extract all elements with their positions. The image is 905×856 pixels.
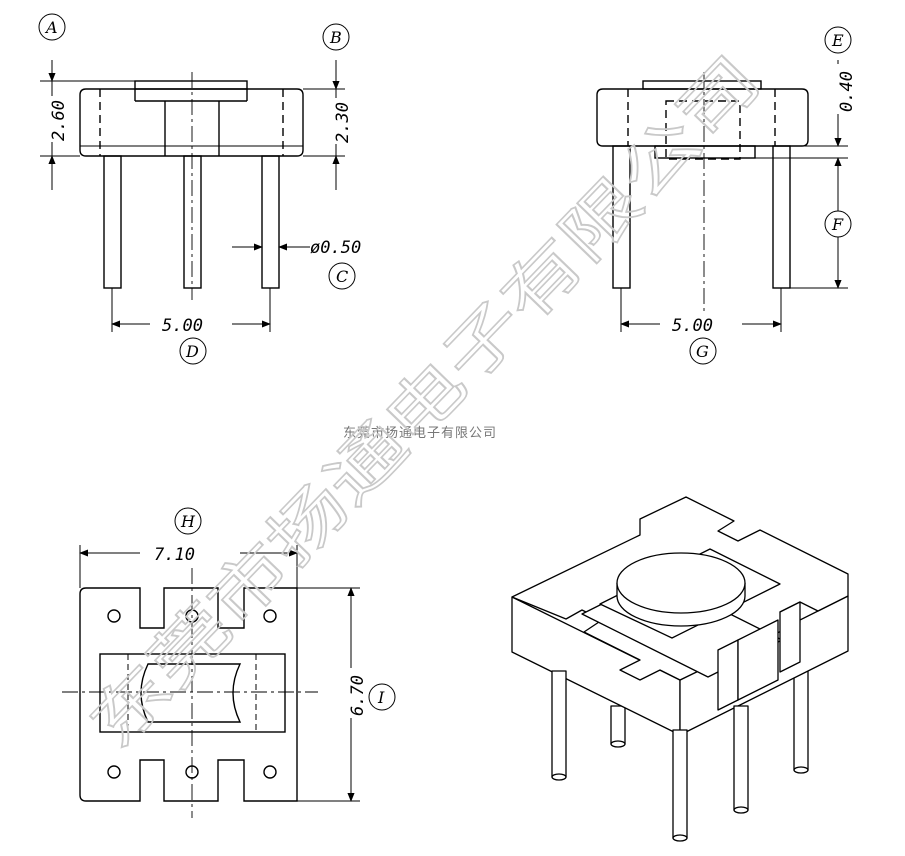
side-label-g: G bbox=[689, 337, 717, 365]
side-pin-right bbox=[772, 145, 791, 289]
top-label-i: I bbox=[368, 683, 396, 711]
front-label-a: A bbox=[38, 13, 66, 41]
top-window bbox=[99, 653, 286, 733]
top-depth-dim: 6.70 bbox=[348, 675, 368, 716]
side-label-e: E bbox=[824, 26, 852, 54]
top-view bbox=[62, 568, 318, 818]
front-height-body-dim: 2.30 bbox=[333, 102, 353, 143]
top-hole bbox=[107, 609, 121, 623]
top-view-outline bbox=[79, 587, 298, 802]
side-standoff bbox=[654, 145, 756, 159]
front-top-boss bbox=[134, 80, 248, 90]
front-pin-right bbox=[261, 155, 280, 289]
svg-text:A: A bbox=[44, 18, 58, 37]
side-top-boss bbox=[642, 80, 762, 90]
svg-text:F: F bbox=[831, 215, 844, 234]
svg-text:C: C bbox=[336, 267, 348, 286]
side-label-f: F bbox=[824, 210, 852, 238]
side-pitch-dim: 5.00 bbox=[672, 316, 713, 336]
front-view bbox=[79, 72, 304, 300]
front-body-outline bbox=[79, 88, 304, 157]
svg-text:G: G bbox=[696, 342, 709, 361]
front-pitch-dim: 5.00 bbox=[162, 316, 203, 336]
front-pin-dia-dim: ø0.50 bbox=[310, 238, 361, 258]
front-label-d: D bbox=[179, 337, 207, 365]
front-label-b: B bbox=[322, 23, 350, 51]
isometric-view bbox=[511, 496, 849, 842]
company-name-small: 东莞市扬通电子有限公司 bbox=[343, 425, 497, 441]
svg-text:D: D bbox=[185, 342, 199, 361]
iso-pin-front bbox=[672, 729, 688, 839]
top-label-h: H bbox=[174, 507, 202, 535]
front-pin-middle bbox=[183, 155, 202, 289]
svg-text:H: H bbox=[180, 512, 196, 531]
front-height-total-dim: 2.60 bbox=[49, 100, 69, 141]
front-label-c: C bbox=[328, 262, 356, 290]
svg-text:I: I bbox=[377, 688, 385, 707]
iso-disc bbox=[616, 552, 746, 614]
iso-pin bbox=[610, 705, 626, 745]
front-pin-left bbox=[103, 155, 122, 289]
side-hidden-core bbox=[665, 100, 741, 160]
top-core bbox=[140, 663, 242, 723]
svg-text:E: E bbox=[831, 31, 844, 50]
svg-text:B: B bbox=[329, 28, 342, 47]
side-standoff-dim: 0.40 bbox=[837, 71, 857, 112]
top-width-dim: 7.10 bbox=[154, 545, 195, 565]
